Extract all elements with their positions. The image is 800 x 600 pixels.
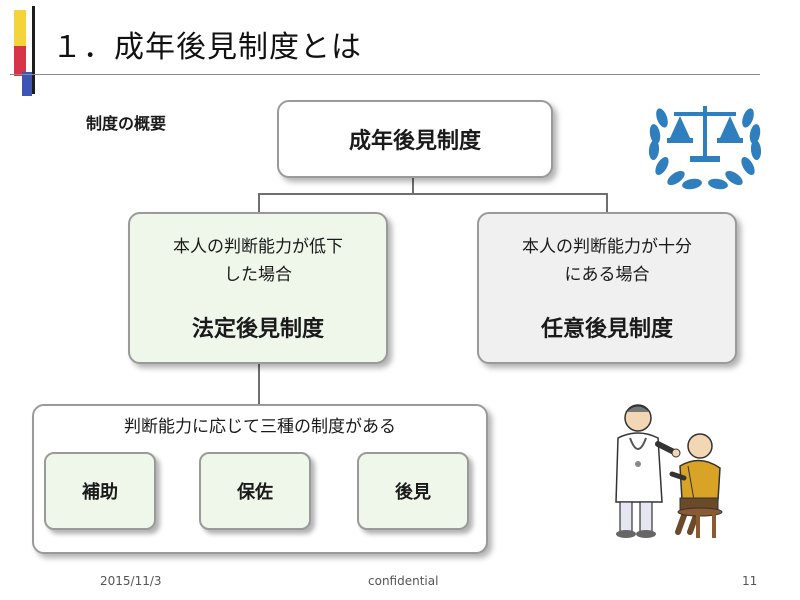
voluntary-system-name: 任意後見制度 <box>540 317 673 342</box>
connector-to-voluntary <box>606 193 608 212</box>
title-deco-blue-bar <box>22 72 32 96</box>
root-box: 成年後見制度 <box>277 100 553 178</box>
legal-system-name: 法定後見制度 <box>191 317 324 342</box>
system-assistance-box: 補助 <box>44 452 156 530</box>
footer-date: 2015/11/3 <box>100 574 162 588</box>
connector-root-down <box>412 178 414 194</box>
slide-title: １．成年後見制度とは <box>52 30 362 65</box>
three-systems-label: 判断能力に応じて三種の制度がある <box>124 417 396 437</box>
title-underline <box>10 74 760 75</box>
doctor-and-patient-illustration <box>615 404 723 538</box>
title-deco-red-bar <box>14 46 26 76</box>
legal-guardianship-box: 本人の判断能力が低下 した場合 法定後見制度 <box>128 212 388 364</box>
voluntary-condition-line1: 本人の判断能力が十分 <box>522 237 692 257</box>
voluntary-condition-line2: にある場合 <box>564 265 650 285</box>
footer-page-number: 11 <box>742 574 758 588</box>
root-label: 成年後見制度 <box>348 129 481 154</box>
system-guardianship-box: 後見 <box>357 452 469 530</box>
connector-to-legal <box>258 193 260 212</box>
voluntary-guardianship-box: 本人の判断能力が十分 にある場合 任意後見制度 <box>477 212 737 364</box>
scales-of-justice-emblem-icon <box>648 106 762 190</box>
connector-horizontal <box>258 193 608 195</box>
legal-condition-line1: 本人の判断能力が低下 <box>173 237 343 257</box>
legal-condition-line2: した場合 <box>224 265 292 285</box>
footer-confidential: confidential <box>368 574 439 588</box>
title-deco-vertical-line <box>32 6 35 94</box>
connector-legal-to-three <box>258 364 260 404</box>
title-deco-yellow-bar <box>14 10 26 48</box>
system-curatorship-box: 保佐 <box>199 452 311 530</box>
overview-label: 制度の概要 <box>86 114 167 133</box>
